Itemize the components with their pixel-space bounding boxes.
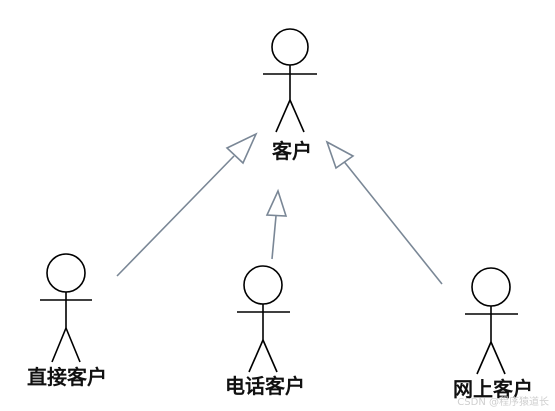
arrow-phone-to-customer [265, 188, 288, 260]
actor-direct-customer[interactable]: 直接客户 [27, 253, 107, 389]
actor-phone-customer[interactable]: 电话客户 [225, 265, 305, 398]
actor-online-customer[interactable]: 网上客户 [453, 267, 533, 401]
actor-label-customer: 客户 [271, 139, 312, 163]
stick-figure-icon [237, 265, 290, 373]
generalization-arrows [116, 132, 443, 285]
actor-label-direct-customer: 直接客户 [27, 365, 107, 389]
stick-figure-icon [465, 267, 518, 375]
actor-label-phone-customer: 电话客户 [225, 374, 305, 398]
arrow-online-to-customer [325, 140, 443, 285]
stick-figure-icon [263, 28, 317, 133]
actor-label-online-customer: 网上客户 [453, 377, 533, 401]
actor-customer[interactable]: 客户 [263, 28, 317, 163]
stick-figure-icon [40, 253, 92, 363]
arrow-direct-to-customer [116, 132, 258, 277]
watermark: CSDN @程序猿道长 [457, 395, 549, 408]
